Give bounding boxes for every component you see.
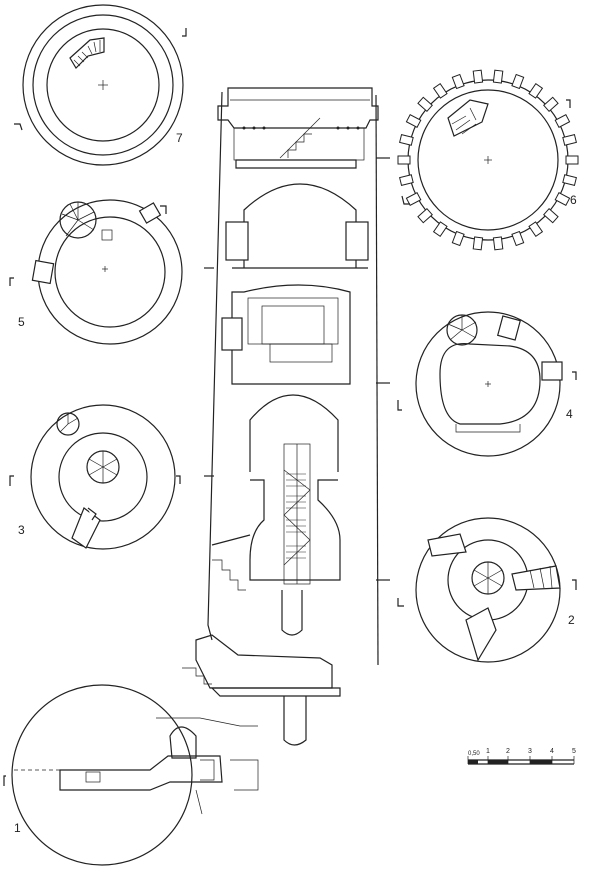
plan-label-2: 2 [568,613,575,627]
scale-bar: 0,50 1 2 3 4 5 [467,748,576,765]
upper-vaulted-chamber [225,183,369,269]
plan-6-spiral-stair [447,99,489,137]
scale-label-0-50: 0,50 [468,751,480,757]
merlon [562,133,577,146]
lower-shaft [281,590,303,636]
plan-3 [9,404,181,550]
plan-label-6: 6 [570,193,577,207]
plan-label-1: 1 [14,821,21,835]
merlon [417,96,433,112]
middle-chamber [221,284,351,385]
merlon [399,174,414,187]
merlon [528,82,544,99]
merlon [565,155,579,165]
plan-5 [9,199,183,345]
merlon [543,96,559,112]
scale-label-2: 2 [506,748,510,755]
plan-3-small-stair [56,412,80,436]
plan-1-ground [3,684,259,866]
merlon [432,221,448,238]
merlon [451,230,465,247]
foundation [182,634,341,746]
merlon [562,174,577,187]
plan-6 [397,69,579,251]
merlon [397,155,411,165]
scale-label-4: 4 [550,748,554,755]
merlon [472,236,484,251]
plan-7-top-level [14,4,187,166]
merlon [492,236,504,251]
plan-label-5: 5 [18,315,25,329]
lower-vaulted-chamber [211,394,341,591]
merlon [554,113,571,129]
plan-1-corridor [59,717,259,815]
merlon [432,82,448,99]
plan-labels: 7 5 3 1 6 4 2 [14,131,577,835]
tower-section [182,87,390,746]
merlon [417,208,433,224]
scale-label-3: 3 [528,748,532,755]
plan-2 [397,517,577,663]
merlon [405,191,422,207]
plan-5-spiral-stair [59,201,97,239]
merlon [492,69,504,84]
merlon [451,73,465,90]
crown-gallery [233,117,365,169]
merlon [543,208,559,224]
plan-label-4: 4 [566,407,573,421]
merlon [405,113,422,129]
merlon [528,221,544,238]
plan-7-stair [69,37,105,69]
merlon [511,230,525,247]
merlon [554,191,571,207]
scale-label-5: 5 [572,748,576,755]
scale-label-1: 1 [486,748,490,755]
merlon [472,69,484,84]
merlon [399,133,414,146]
merlon [511,73,525,90]
plan-label-7: 7 [176,131,183,145]
plan-4-spiral-stair [446,314,478,346]
spiral-staircase [283,443,311,585]
plan-label-3: 3 [18,523,25,537]
plan-4 [397,311,577,457]
plan-6-merlons [397,69,579,251]
